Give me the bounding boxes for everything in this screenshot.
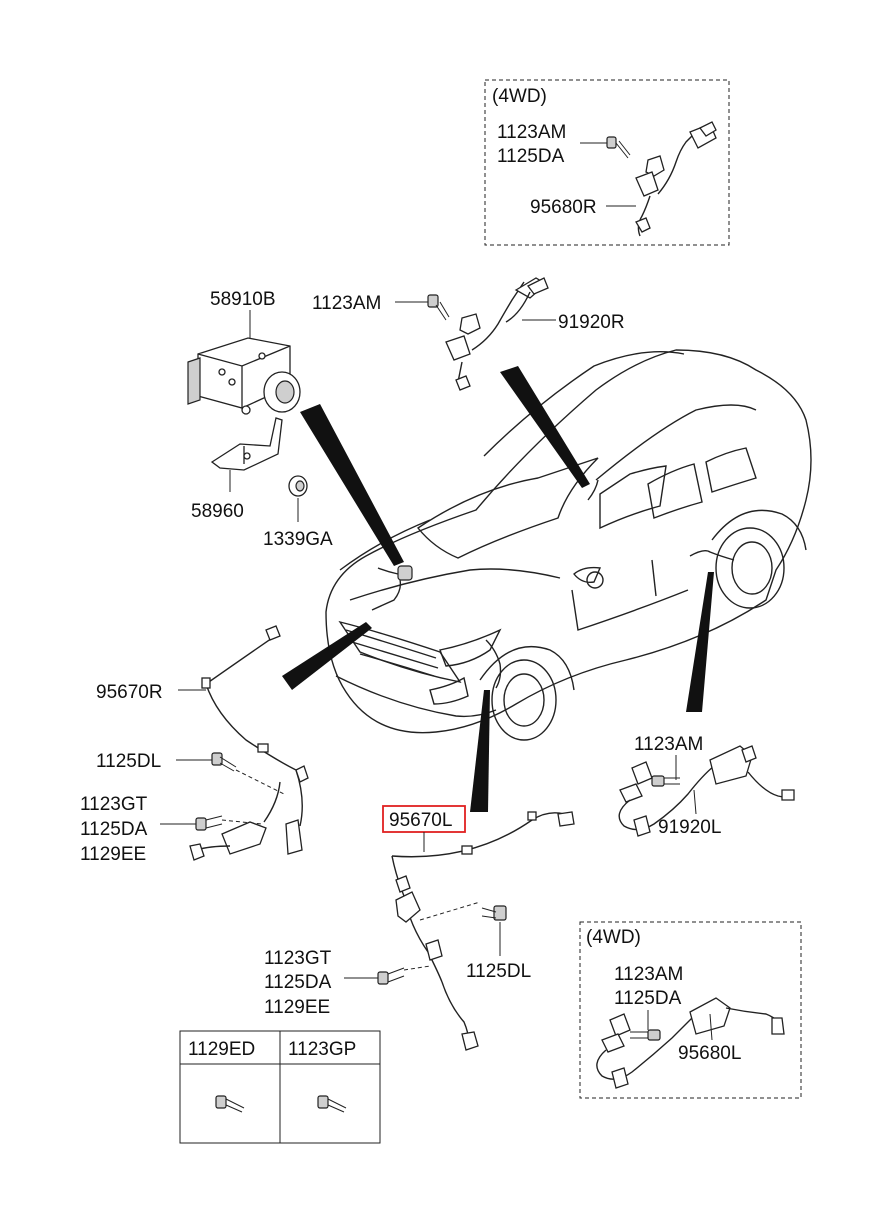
label-91920r: 91920R	[558, 312, 625, 333]
bolt-icon	[630, 1029, 661, 1041]
pointer-wedge-95670l	[470, 690, 490, 812]
abs-in-engine-bay-icon	[371, 565, 413, 611]
label-58960: 58960	[191, 501, 244, 522]
bolt-icon	[481, 905, 507, 921]
bolt-icon	[606, 136, 631, 159]
grommet-icon	[288, 475, 308, 497]
label-95680r: 95680R	[530, 197, 597, 218]
bolt-icon	[317, 1095, 347, 1113]
label-1339ga: 1339GA	[263, 529, 333, 550]
abs-hydraulic-unit-icon	[187, 337, 301, 415]
label-1123am-top: 1123AM	[497, 122, 566, 143]
label-1125da-bottom: 1125DA	[614, 988, 682, 1009]
bolt-icon	[195, 815, 223, 831]
dashed-box-bottom	[579, 921, 802, 1099]
bolt-icon	[211, 752, 237, 772]
vehicle-outline	[325, 349, 812, 741]
front-cable-95670l-group: 95670L 1125DL 1123GT 1125DA 1129EE	[264, 805, 575, 1051]
box-bottom-title: (4WD)	[586, 927, 641, 948]
bolt-icon	[377, 967, 405, 985]
label-1129ee-left: 1129EE	[80, 844, 146, 865]
bolt-icon	[651, 775, 680, 787]
pointer-wedge-rear-left	[686, 572, 714, 712]
pointer-wedge-front-right	[500, 366, 590, 488]
label-1125dl-left: 1125DL	[96, 751, 161, 772]
label-1123gt-center: 1123GT	[264, 948, 332, 969]
label-1123am-rear: 1123AM	[634, 734, 703, 755]
label-1123am-front: 1123AM	[312, 293, 381, 314]
label-1123am-bottom: 1123AM	[614, 964, 683, 985]
label-95670r: 95670R	[96, 682, 163, 703]
label-1129ee-center: 1129EE	[264, 997, 330, 1018]
wheel-speed-sensor-icon	[445, 277, 549, 391]
label-1125da-top: 1125DA	[497, 146, 565, 167]
bolt-icon	[427, 294, 450, 321]
label-58910b: 58910B	[210, 289, 276, 310]
label-95680l: 95680L	[678, 1043, 741, 1064]
label-91920l: 91920L	[658, 817, 721, 838]
table-header-1123gp: 1123GP	[288, 1039, 356, 1060]
rear-4wd-right-sensor-group: (4WD) 1123AM 1125DA 95680R	[484, 79, 730, 246]
table-header-1129ed: 1129ED	[188, 1039, 255, 1060]
front-cable-95670r-group: 95670R 1125DL 1123GT 1125DA 1129EE	[80, 625, 309, 865]
rear-4wd-left-sensor-group: (4WD) 1123AM 1125DA 95680L	[579, 921, 802, 1099]
front-wheel-icon	[479, 646, 575, 741]
front-left-sensor-91920l-group: 1123AM 91920L	[618, 734, 795, 838]
label-95670l: 95670L	[389, 810, 452, 831]
label-1125da-left: 1125DA	[80, 819, 148, 840]
bolt-icon	[215, 1095, 245, 1113]
label-1123gt-left: 1123GT	[80, 794, 148, 815]
box-top-title: (4WD)	[492, 86, 547, 107]
wheel-speed-sensor-icon	[635, 121, 717, 237]
front-right-sensor-group: 1123AM 91920R	[312, 277, 625, 391]
abs-bracket-icon	[210, 417, 283, 471]
pointer-wedge-abs	[300, 404, 404, 566]
dashed-box-top	[484, 79, 730, 246]
abs-module-group: 58910B 58960 1339GA	[187, 289, 333, 550]
label-1125dl-center: 1125DL	[466, 961, 531, 982]
pointer-wedge-front-left-bay	[282, 622, 372, 690]
label-1125da-center: 1125DA	[264, 972, 332, 993]
bolt-reference-table: 1129ED 1123GP	[179, 1030, 381, 1144]
rear-wheel-icon	[711, 509, 807, 609]
